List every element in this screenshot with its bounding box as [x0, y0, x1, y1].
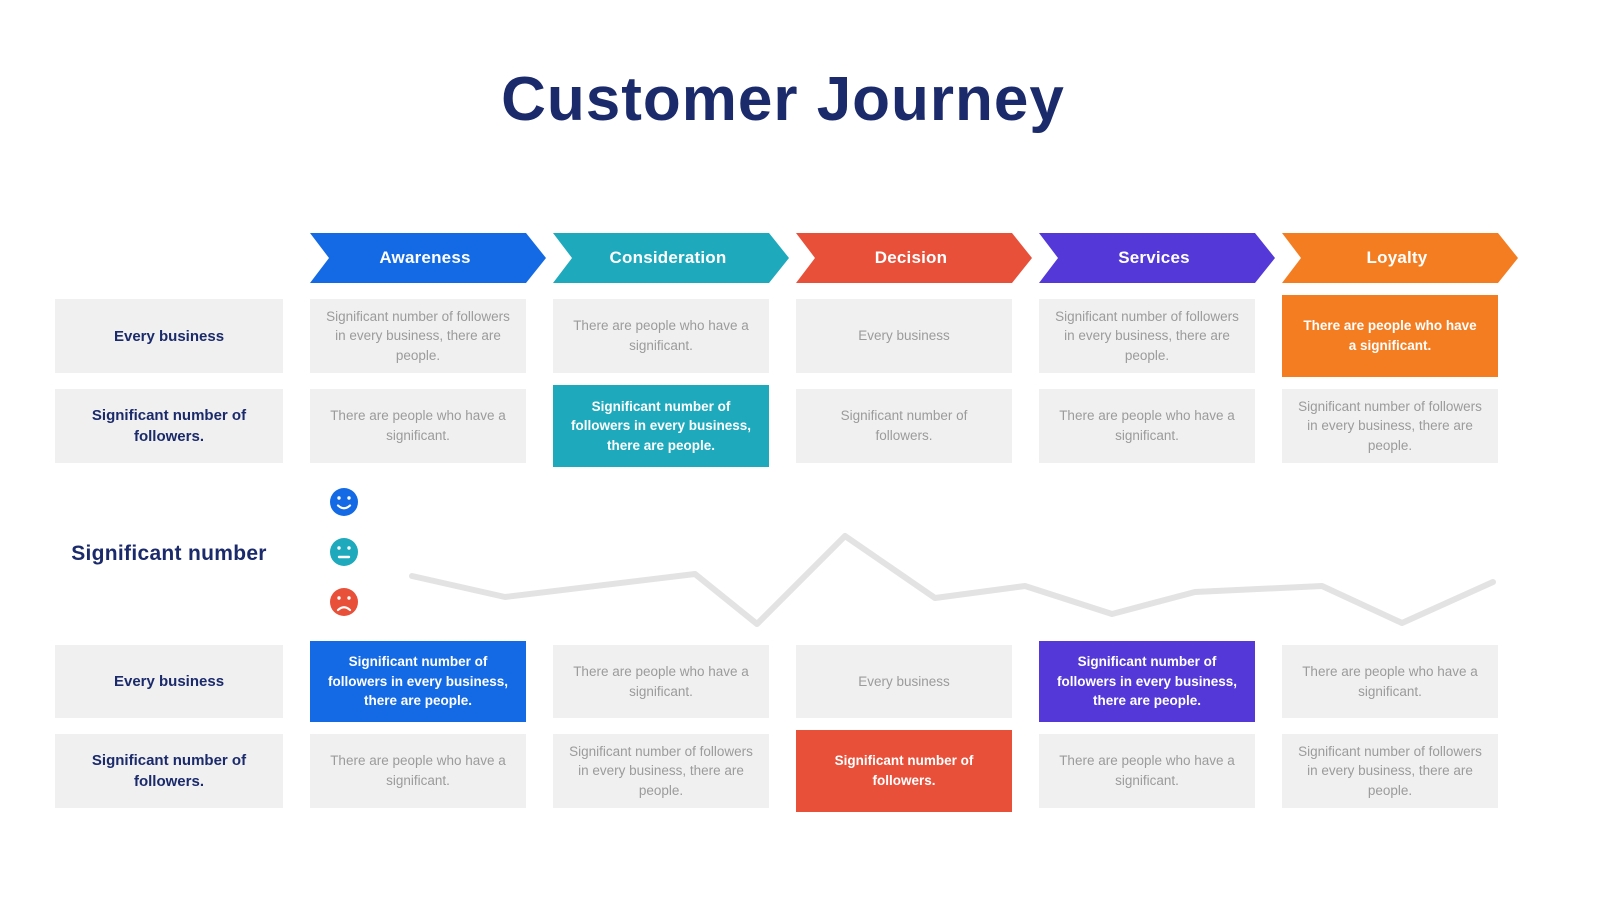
journey-cell: There are people who have a significant. [1282, 295, 1498, 377]
chevron-arrow-icon [1039, 233, 1275, 283]
row-label: Significant number of followers. [55, 389, 283, 463]
journey-cell: There are people who have a significant. [310, 389, 526, 463]
journey-cell: Every business [796, 645, 1012, 718]
stage-label: Decision [874, 248, 948, 267]
journey-grid: Awareness Consideration Decision Services Lo… [55, 233, 1518, 812]
chevron-arrow-icon [310, 233, 546, 283]
sentiment-label: Significant number [71, 542, 267, 565]
sentiment-faces [310, 479, 526, 629]
journey-cell: Significant number of followers in every… [310, 299, 526, 373]
stage-label: Services [1118, 248, 1190, 267]
happy-face-icon [330, 488, 358, 516]
stage-arrow-loyalty: Loyalty [1282, 233, 1518, 283]
journey-cell: There are people who have a significant. [1039, 389, 1255, 463]
journey-cell: Significant number of followers in every… [1282, 734, 1498, 808]
stage-arrow-decision: Decision [796, 233, 1032, 283]
journey-cell: There are people who have a significant. [310, 734, 526, 808]
stage-label: Loyalty [1366, 248, 1428, 267]
row-label: Significant number of followers. [55, 734, 283, 808]
journey-cell: There are people who have a significant. [1282, 645, 1498, 718]
sentiment-row-spacer [1282, 479, 1498, 629]
journey-cell: There are people who have a significant. [553, 299, 769, 373]
journey-cell: There are people who have a significant. [1039, 734, 1255, 808]
neutral-face-icon [330, 538, 358, 566]
stage-arrow-services: Services [1039, 233, 1275, 283]
chevron-arrow-icon [796, 233, 1032, 283]
journey-cell: Significant number of followers in every… [553, 734, 769, 808]
journey-cell: Significant number of followers. [796, 730, 1012, 812]
journey-cell: Every business [796, 299, 1012, 373]
journey-cell: There are people who have a significant. [553, 645, 769, 718]
sentiment-row-spacer [796, 479, 1012, 629]
corner-spacer [55, 233, 283, 283]
sentiment-row-spacer [553, 479, 769, 629]
journey-cell: Significant number of followers in every… [553, 385, 769, 467]
stage-arrow-consideration: Consideration [553, 233, 789, 283]
journey-cell: Significant number of followers. [796, 389, 1012, 463]
sentiment-row-spacer [1039, 479, 1255, 629]
stage-label: Consideration [609, 248, 727, 267]
row-label: Every business [55, 299, 283, 373]
journey-cell: Significant number of followers in every… [1039, 299, 1255, 373]
chevron-arrow-icon [553, 233, 789, 283]
page-title: Customer Journey [501, 65, 1065, 134]
sad-face-icon [330, 588, 358, 616]
journey-cell: Significant number of followers in every… [1039, 641, 1255, 722]
stage-label: Awareness [379, 248, 471, 267]
chevron-arrow-icon [1282, 233, 1518, 283]
stage-arrow-awareness: Awareness [310, 233, 546, 283]
journey-cell: Significant number of followers in every… [1282, 389, 1498, 463]
journey-cell: Significant number of followers in every… [310, 641, 526, 722]
row-label: Every business [55, 645, 283, 718]
